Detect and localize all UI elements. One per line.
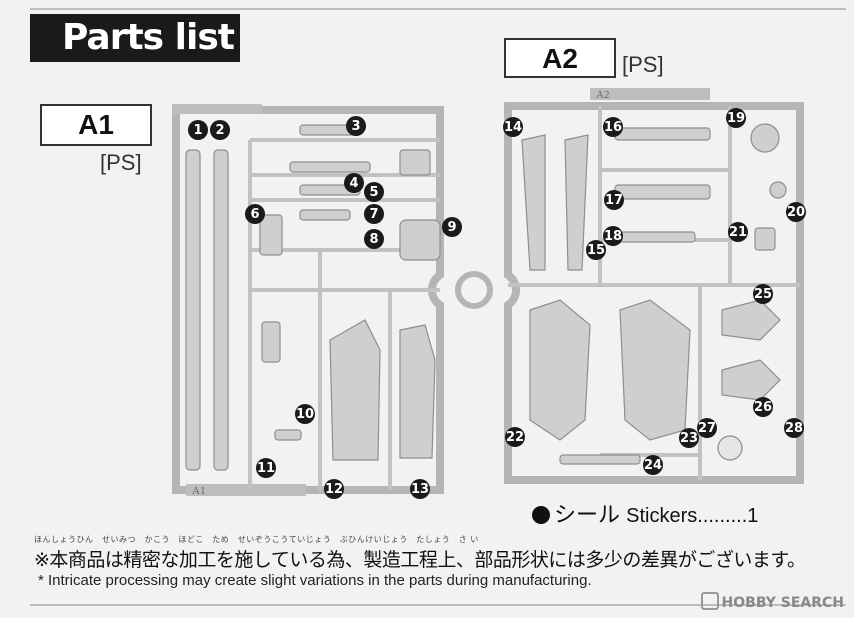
bottom-rule bbox=[30, 604, 846, 606]
part-number-12: 12 bbox=[325, 482, 343, 497]
runner-a2-frame bbox=[504, 102, 804, 484]
stickers-line: シール Stickers.........1 bbox=[532, 497, 758, 529]
hobby-search-logo-icon bbox=[700, 592, 719, 610]
stickers-count: 1 bbox=[747, 505, 759, 527]
runner-a2-label: A2 bbox=[504, 38, 616, 78]
part-badge-13 bbox=[410, 479, 430, 499]
part-badge-20 bbox=[786, 202, 806, 222]
page-title: Parts list bbox=[30, 14, 240, 62]
part-badge-23 bbox=[679, 428, 699, 448]
stickers-label-jp: シール bbox=[554, 503, 621, 528]
part-badge-22 bbox=[505, 427, 525, 447]
part-badge-10 bbox=[295, 404, 315, 424]
part-badge-8 bbox=[364, 229, 384, 249]
part-number-7: 7 bbox=[369, 207, 378, 222]
part-number-2: 2 bbox=[215, 123, 224, 138]
part-badge-21 bbox=[728, 222, 748, 242]
part-number-9: 9 bbox=[447, 220, 456, 235]
runner-a2-material: [PS] bbox=[622, 52, 664, 77]
part-badge-7 bbox=[364, 204, 384, 224]
part-number-27: 27 bbox=[698, 421, 716, 436]
part-number-15: 15 bbox=[587, 243, 605, 258]
part-number-17: 17 bbox=[605, 193, 623, 208]
part-badge-25 bbox=[753, 284, 773, 304]
part-number-6: 6 bbox=[250, 207, 259, 222]
top-rule bbox=[30, 8, 846, 10]
part-number-3: 3 bbox=[351, 119, 360, 134]
part-number-14: 14 bbox=[504, 120, 522, 135]
part-number-22: 22 bbox=[506, 430, 524, 445]
part-badge-11 bbox=[256, 458, 276, 478]
runner-a1-label: A1 bbox=[40, 104, 152, 146]
part-badge-4 bbox=[344, 173, 364, 193]
part-badge-17 bbox=[604, 190, 624, 210]
runner-a1-material: [PS] bbox=[100, 150, 142, 175]
part-badge-28 bbox=[784, 418, 804, 438]
part-badge-19 bbox=[726, 108, 746, 128]
part-badge-6 bbox=[245, 204, 265, 224]
part-number-16: 16 bbox=[604, 120, 622, 135]
watermark: HOBBY SEARCH bbox=[700, 592, 844, 611]
part-number-10: 10 bbox=[296, 407, 314, 422]
part-badge-14 bbox=[503, 117, 523, 137]
part-number-5: 5 bbox=[369, 185, 378, 200]
runner-a1-tag: A1 bbox=[192, 485, 205, 497]
part-number-21: 21 bbox=[729, 225, 747, 240]
part-badge-18 bbox=[603, 226, 623, 246]
part-badge-1 bbox=[188, 120, 208, 140]
part-badge-12 bbox=[324, 479, 344, 499]
furigana-line: ほんしょうひん せいみつ かこう ほどこ ため せいぞうこうていじょう ぶひんけ… bbox=[34, 535, 479, 544]
watermark-text: HOBBY SEARCH bbox=[721, 595, 844, 611]
bullet-icon bbox=[532, 506, 550, 524]
part-number-11: 11 bbox=[257, 461, 275, 476]
part-badge-2 bbox=[210, 120, 230, 140]
part-number-4: 4 bbox=[349, 176, 358, 191]
part-badge-16 bbox=[603, 117, 623, 137]
part-badge-9 bbox=[442, 217, 462, 237]
part-badge-26 bbox=[753, 397, 773, 417]
part-number-26: 26 bbox=[754, 400, 772, 415]
part-badge-5 bbox=[364, 182, 384, 202]
part-badge-3 bbox=[346, 116, 366, 136]
note-english: * Intricate processing may create slight… bbox=[38, 572, 592, 589]
stickers-label-en: Stickers bbox=[626, 505, 698, 527]
part-number-19: 19 bbox=[727, 111, 745, 126]
part-badge-24 bbox=[643, 455, 663, 475]
stickers-dots: ......... bbox=[697, 505, 748, 527]
part-number-13: 13 bbox=[411, 482, 429, 497]
part-number-28: 28 bbox=[785, 421, 803, 436]
part-number-24: 24 bbox=[644, 458, 662, 473]
runner-a2-tag: A2 bbox=[596, 89, 609, 101]
part-number-1: 1 bbox=[193, 123, 202, 138]
part-badge-27 bbox=[697, 418, 717, 438]
part-number-23: 23 bbox=[680, 431, 698, 446]
note-japanese: ※本商品は精密な加工を施している為、製造工程上、部品形状には多少の差異がございま… bbox=[34, 549, 806, 571]
part-number-20: 20 bbox=[787, 205, 805, 220]
part-number-8: 8 bbox=[369, 232, 378, 247]
part-number-25: 25 bbox=[754, 287, 772, 302]
part-badge-15 bbox=[586, 240, 606, 260]
part-number-18: 18 bbox=[604, 229, 622, 244]
